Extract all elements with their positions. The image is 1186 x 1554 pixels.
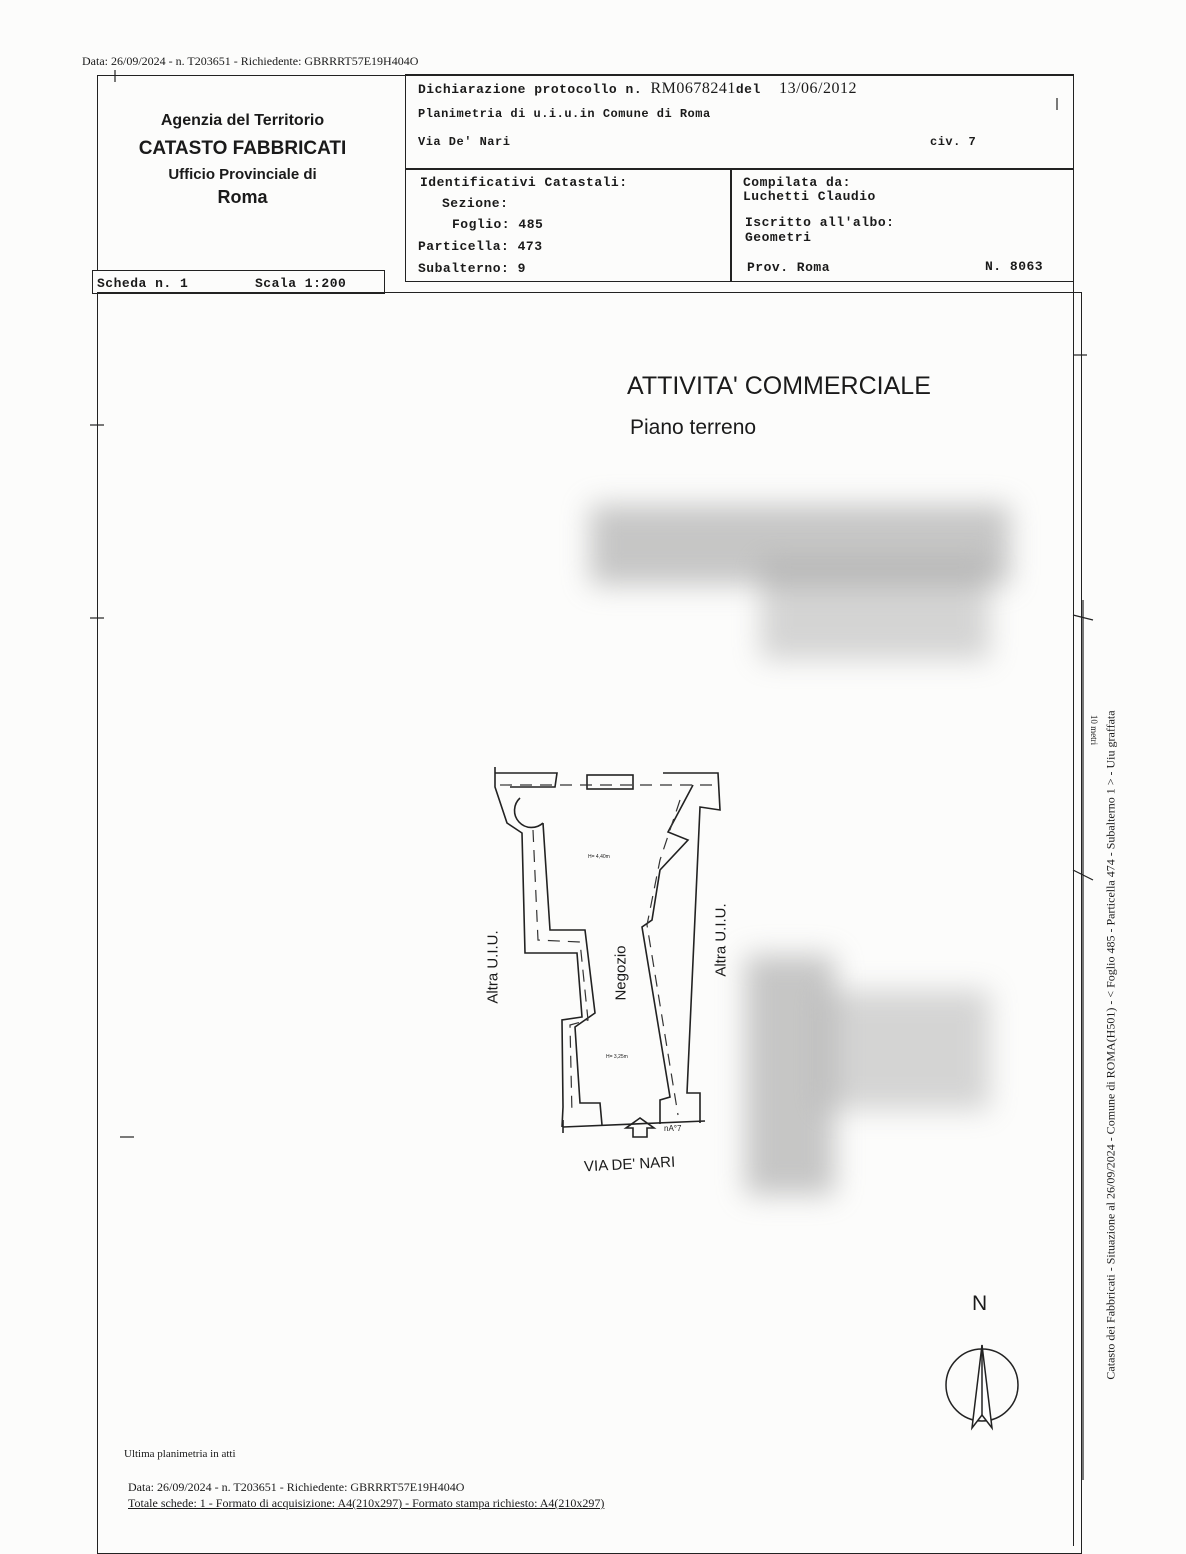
plan-subtitle: Piano terreno xyxy=(630,416,757,439)
side-situation-text: Catasto dei Fabbricati - Situazione al 2… xyxy=(1103,710,1118,1380)
side-scale-label: 10 metri xyxy=(1089,714,1099,746)
albo: Geometri xyxy=(745,230,812,245)
height-top: H= 4,40m xyxy=(588,854,610,860)
footer-totale: Totale schede: 1 - Formato di acquisizio… xyxy=(128,1496,605,1510)
divider xyxy=(730,168,732,281)
plan-title: ATTIVITA' COMMERCIALE xyxy=(627,372,931,400)
top-stamp: Data: 26/09/2024 - n. T203651 - Richiede… xyxy=(82,54,419,68)
right-unit-label: Altra U.I.U. xyxy=(712,903,730,977)
agency-name: Agenzia del Territorio xyxy=(160,112,325,129)
dichiarazione: Dichiarazione protocollo n. RM0678241del… xyxy=(418,80,857,98)
redacted-area xyxy=(590,505,1010,585)
window xyxy=(586,774,634,790)
protocol-date: 13/06/2012 xyxy=(779,80,857,97)
albo-number: N. 8063 xyxy=(985,259,1044,274)
right-inner-wall xyxy=(641,784,694,1124)
redacted-area xyxy=(760,560,990,660)
north-label: N xyxy=(972,1292,988,1315)
redacted-area xyxy=(745,955,835,1195)
iscritto-label: Iscritto all'albo: xyxy=(745,215,895,230)
address: Via De' Nari xyxy=(418,135,511,149)
provincia: Prov. Roma xyxy=(747,260,831,275)
frame-ticks xyxy=(90,70,1094,1480)
street-line xyxy=(562,1120,706,1128)
left-outer-wall xyxy=(494,767,583,1128)
subalterno: Subalterno: 9 xyxy=(418,261,526,276)
header-top-box xyxy=(405,74,1074,170)
city: Roma xyxy=(217,187,268,207)
scheda-box xyxy=(92,270,385,294)
height-bottom: H= 3,25m xyxy=(606,1054,628,1060)
header-ident-box xyxy=(405,168,1074,282)
right-outer-wall xyxy=(663,772,721,1123)
room-label: Negozio xyxy=(612,945,630,1001)
north-compass-icon xyxy=(945,1344,1019,1431)
footer-last: Ultima planimetria in atti xyxy=(124,1448,236,1460)
foglio: Foglio: 485 xyxy=(452,217,544,232)
del-label: del xyxy=(735,82,761,97)
scala: Scala 1:200 xyxy=(255,276,347,291)
alcove xyxy=(513,797,544,829)
civic-number: civ. 7 xyxy=(930,135,977,149)
compilatore: Luchetti Claudio xyxy=(743,189,876,204)
civic-mark: nA°7 xyxy=(664,1124,682,1133)
catasto-title: CATASTO FABBRICATI xyxy=(138,138,347,159)
redacted-area xyxy=(820,990,990,1110)
entrance-arrow-icon xyxy=(623,1117,657,1138)
compilata-label: Compilata da: xyxy=(743,175,851,190)
left-unit-label: Altra U.I.U. xyxy=(484,930,502,1004)
protocollo-number: RM0678241 xyxy=(650,80,736,97)
particella: Particella: 473 xyxy=(418,239,543,254)
top-left-wall xyxy=(495,772,558,788)
left-inner-wall xyxy=(542,822,603,1126)
dichiarazione-label: Dichiarazione protocollo n. xyxy=(418,82,643,97)
sezione: Sezione: xyxy=(442,196,509,211)
scheda: Scheda n. 1 xyxy=(97,276,189,291)
planimetria-line: Planimetria di u.i.u.in Comune di Roma xyxy=(418,107,711,121)
footer-data: Data: 26/09/2024 - n. T203651 - Richiede… xyxy=(128,1480,465,1494)
identificativi-label: Identificativi Catastali: xyxy=(420,175,628,190)
ufficio-label: Ufficio Provinciale di xyxy=(168,166,317,183)
